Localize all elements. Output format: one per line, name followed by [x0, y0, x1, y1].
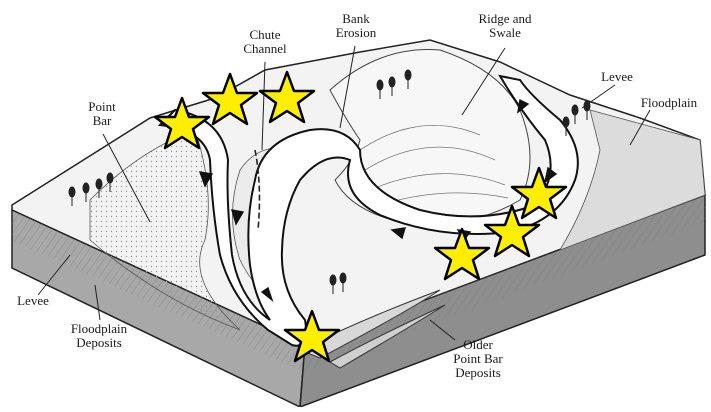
label-older-point-bar-deposits: Older Point Bar Deposits: [436, 338, 520, 380]
label-ridge-and-swale: Ridge and Swale: [460, 12, 550, 40]
label-floodplain-deposits: Floodplain Deposits: [56, 322, 142, 350]
label-floodplain-right: Floodplain: [630, 96, 708, 110]
label-levee-right: Levee: [592, 70, 642, 84]
label-point-bar: Point Bar: [74, 100, 130, 128]
label-chute-channel: Chute Channel: [230, 28, 300, 56]
label-bank-erosion: Bank Erosion: [324, 12, 388, 40]
label-levee-left: Levee: [8, 294, 58, 308]
